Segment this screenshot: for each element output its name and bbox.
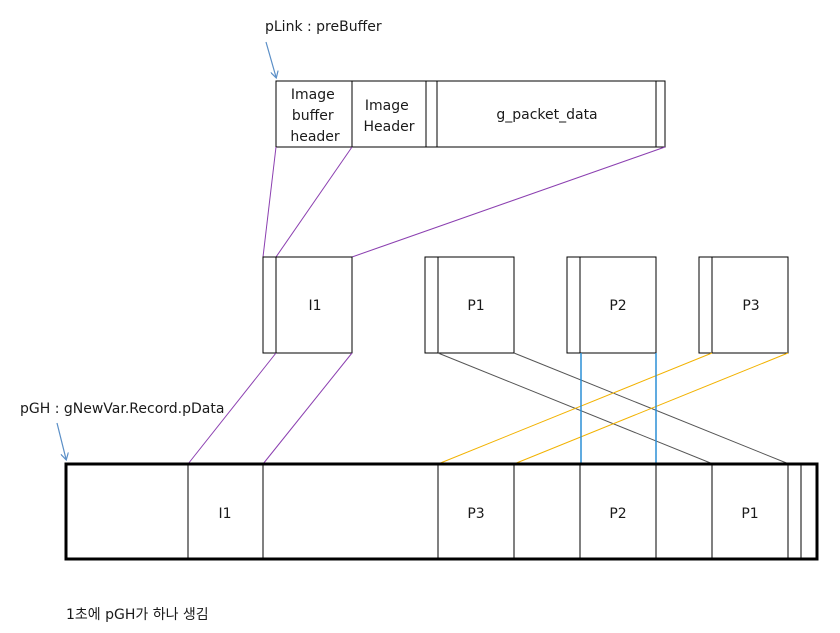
pgh-arrow (56, 422, 66, 459)
frame-p2: P2 (566, 256, 657, 354)
footnote-text: 1초에 pGH가 하나 생김 (66, 607, 209, 623)
record-buffer: I1 P3 P2 P1 (64, 462, 819, 561)
connector-line (275, 146, 353, 258)
record-p3-label: P3 (467, 506, 484, 522)
prebuffer-block: Image buffer header Image Header g_packe… (275, 80, 666, 148)
image-header-label: Image Header (364, 98, 415, 135)
plink-arrow (265, 41, 276, 77)
connector-line (262, 352, 353, 465)
frame-i1: I1 (262, 256, 353, 354)
connector-line (187, 352, 277, 465)
record-outline (64, 462, 819, 561)
connector-line (513, 352, 789, 465)
connector-line (262, 146, 277, 258)
record-p2-label: P2 (609, 506, 626, 522)
frame-i1-label: I1 (308, 298, 321, 314)
frame-p3: P3 (698, 256, 789, 354)
plink-label: pLink : preBuffer (265, 19, 382, 35)
image-buffer-header-label: Image buffer header (290, 87, 340, 145)
prebuffer-outline (275, 80, 666, 148)
pgh-label: pGH : gNewVar.Record.pData (20, 401, 224, 417)
record-p1-label: P1 (741, 506, 758, 522)
frame-p1-label: P1 (467, 298, 484, 314)
frame-p1: P1 (424, 256, 515, 354)
record-i1-label: I1 (218, 506, 231, 522)
frame-outline (262, 256, 353, 354)
frame-outline (698, 256, 789, 354)
connector-line (351, 146, 666, 258)
frame-outline (424, 256, 515, 354)
packet-data-label: g_packet_data (496, 107, 597, 123)
frame-outline (566, 256, 657, 354)
frame-p3-label: P3 (742, 298, 759, 314)
connector-line (437, 352, 713, 465)
frame-p2-label: P2 (609, 298, 626, 314)
